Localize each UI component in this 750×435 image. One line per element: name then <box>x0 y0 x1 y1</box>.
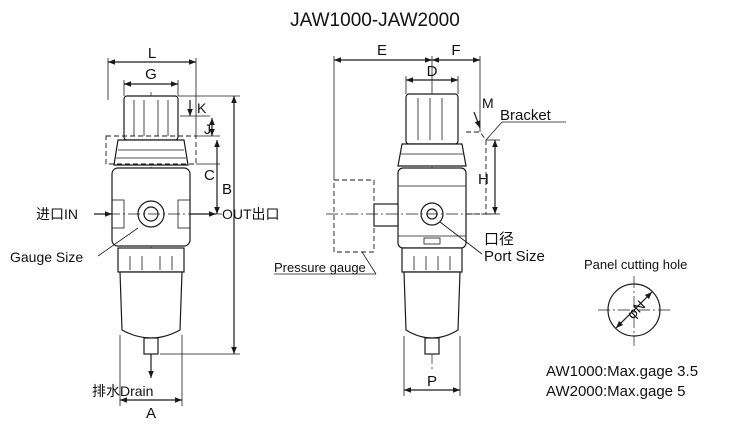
side-bowl <box>403 271 461 339</box>
side-bowl-guard <box>401 247 463 273</box>
panel-diameter-line <box>615 291 653 329</box>
dim-B: B <box>222 181 232 198</box>
front-view: L G K J C B A 进口IN OUT出口 Gauge Size 排水Dr… <box>10 45 280 422</box>
dim-D: D <box>427 63 438 80</box>
dim-H: H <box>478 171 489 188</box>
dim-G: G <box>145 66 157 83</box>
port-leader <box>439 221 483 255</box>
port-label-en: Port Size <box>484 248 545 265</box>
front-drain <box>143 337 159 355</box>
pressure-gauge-label: Pressure gauge <box>274 260 366 275</box>
gauge-size-label: Gauge Size <box>10 249 83 265</box>
panel-title: Panel cutting hole <box>584 257 687 272</box>
bracket-label: Bracket <box>500 107 552 124</box>
front-knob <box>123 95 179 141</box>
dim-M: M <box>482 95 494 111</box>
dim-P: P <box>427 373 437 390</box>
side-gauge-fitting <box>373 203 399 227</box>
front-bowl <box>119 271 183 339</box>
front-bowl-guard <box>117 247 185 273</box>
dim-E: E <box>377 42 387 59</box>
dim-F: F <box>451 42 460 59</box>
panel-note-1: AW1000:Max.gage 3.5 <box>546 363 698 380</box>
panel-hole-label: φN <box>623 297 648 322</box>
front-bracket-dashed <box>105 135 197 165</box>
bracket-leader <box>485 121 503 141</box>
dim-K: K <box>197 100 207 116</box>
dim-A: A <box>146 405 156 422</box>
port-label-cn: 口径 <box>484 231 514 248</box>
inlet-label: 进口IN <box>36 206 78 222</box>
side-view: E F D M Bracket H P 口径 Port Size Pressur… <box>274 42 566 396</box>
side-drain <box>424 337 440 355</box>
outlet-label: OUT出口 <box>222 206 280 222</box>
drain-label: 排水Drain <box>92 383 153 399</box>
front-bonnet <box>113 139 189 166</box>
drawing-title: JAW1000-JAW2000 <box>290 10 460 31</box>
panel-note-2: AW2000:Max.gage 5 <box>546 383 686 400</box>
panel-cutting-hole: Panel cutting hole φN AW1000:Max.gage 3.… <box>546 257 698 400</box>
dim-C: C <box>204 167 215 184</box>
side-bonnet <box>397 143 467 167</box>
dim-J: J <box>204 121 211 137</box>
gauge-leader <box>97 227 139 257</box>
dim-L: L <box>148 45 156 62</box>
pressure-gauge-dashed <box>333 179 375 253</box>
side-knob <box>405 93 459 145</box>
